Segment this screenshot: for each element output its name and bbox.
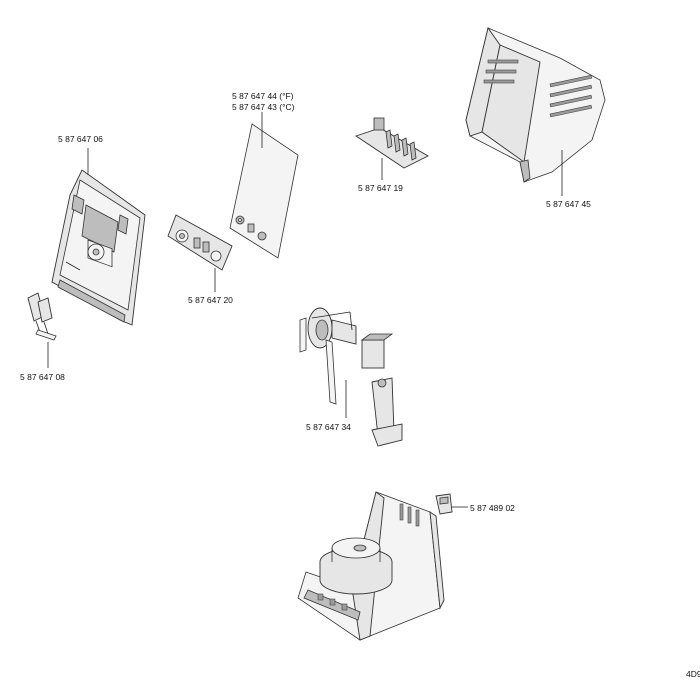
small-connector-label: 5 87 489 02	[470, 503, 515, 513]
foil-c-label: 5 87 647 43 (°C)	[232, 102, 295, 112]
terminal-board-part	[354, 117, 429, 169]
bracket-assembly-part	[299, 307, 403, 447]
bracket-assembly-label: 5 87 647 34	[306, 422, 351, 432]
housing-part	[465, 26, 606, 183]
terminal-board-label: 5 87 647 19	[358, 183, 403, 193]
drawing-code-label: 4D9	[686, 669, 700, 679]
housing-label: 5 87 647 45	[546, 199, 591, 209]
pin-connector-label: 5 87 647 08	[20, 372, 65, 382]
base-transformer-part	[297, 491, 445, 641]
foil-f-label: 5 87 647 44 (°F)	[232, 91, 294, 101]
front-panel-label: 5 87 647 06	[58, 134, 103, 144]
foil-part	[229, 123, 299, 259]
small-connector-part	[435, 493, 453, 515]
knob-pcb-label: 5 87 647 20	[188, 295, 233, 305]
pin-connector-part	[27, 292, 57, 341]
knob-pcb-part	[167, 214, 233, 271]
front-panel-part	[51, 169, 146, 326]
